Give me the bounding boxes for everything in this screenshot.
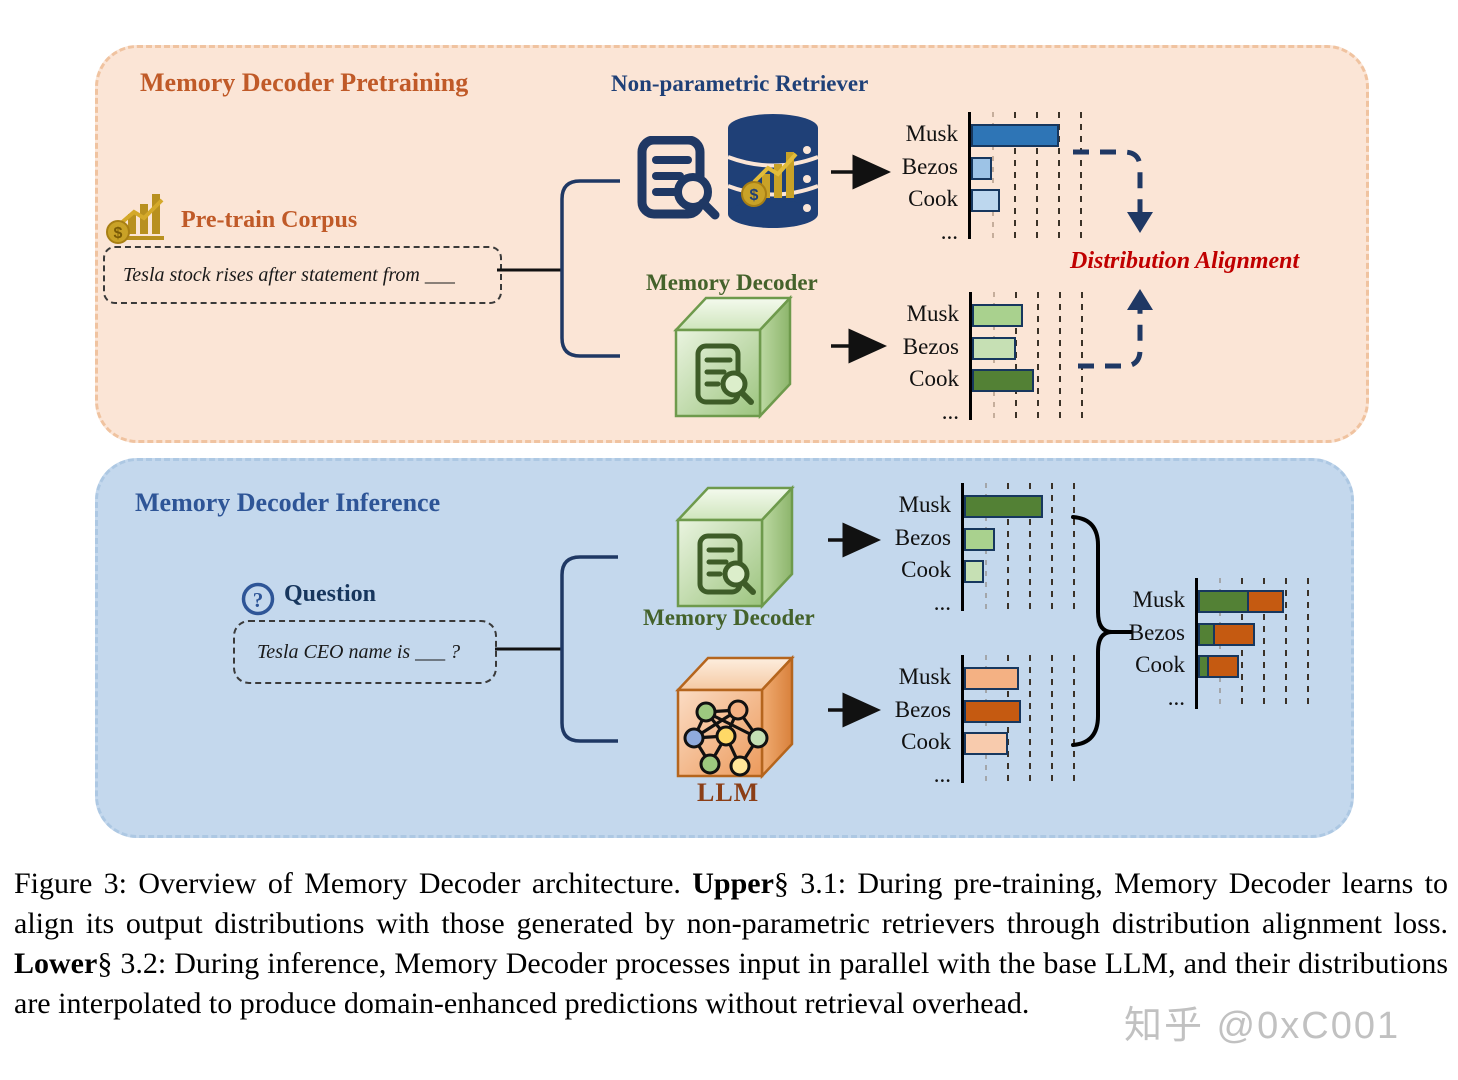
caption-text: § 3.1: During pre-training, Memory Decod… bbox=[14, 867, 1448, 940]
gridline bbox=[1263, 578, 1265, 709]
bar-label: Cook bbox=[901, 557, 951, 582]
chart-axis bbox=[961, 483, 964, 611]
bar-label: Bezos bbox=[901, 153, 958, 179]
bar-label: ... bbox=[933, 761, 951, 787]
gridline bbox=[1307, 578, 1309, 709]
gridline bbox=[1036, 112, 1038, 239]
gridline bbox=[1007, 483, 1009, 611]
caption-bold-text: Lower bbox=[14, 947, 98, 980]
bar bbox=[972, 304, 1023, 327]
memory-decoder-cube-lower bbox=[675, 484, 795, 610]
inference-title: Memory Decoder Inference bbox=[135, 488, 441, 517]
bar-label: Cook bbox=[909, 366, 959, 391]
bar-label: Musk bbox=[906, 301, 959, 326]
gridline bbox=[1058, 112, 1060, 239]
gridline bbox=[1014, 112, 1016, 239]
svg-text:$: $ bbox=[750, 187, 759, 204]
bar-label: ... bbox=[941, 398, 959, 424]
gridline bbox=[1051, 655, 1053, 783]
question-example-text: Tesla CEO name is ___ ? bbox=[257, 640, 461, 663]
bar-label: Cook bbox=[901, 729, 951, 754]
bar-label: Cook bbox=[1135, 652, 1185, 677]
bar-label: ... bbox=[933, 589, 951, 615]
bar bbox=[964, 560, 984, 583]
corpus-example-text: Tesla stock rises after statement from _… bbox=[123, 263, 455, 286]
bar bbox=[971, 189, 1000, 212]
caption-text: § 3.2: During inference, Memory Decoder … bbox=[14, 947, 1448, 1020]
bar-label: Musk bbox=[905, 121, 958, 146]
question-example-box: Tesla CEO name is ___ ? bbox=[233, 620, 497, 684]
bar-label: Musk bbox=[898, 664, 951, 689]
bar-segment-llm bbox=[1207, 655, 1239, 678]
bar bbox=[964, 699, 1021, 723]
bar-label: ... bbox=[1167, 684, 1185, 710]
gridline bbox=[992, 112, 994, 239]
chart-axis bbox=[968, 112, 971, 239]
bar bbox=[971, 124, 1059, 147]
question-icon: ? bbox=[241, 582, 275, 616]
gridline bbox=[1285, 578, 1287, 709]
memory-decoder-label-upper: Memory Decoder bbox=[646, 270, 818, 295]
memory-decoder-cube-upper bbox=[673, 294, 793, 420]
chart-axis bbox=[1195, 578, 1198, 709]
svg-text:$: $ bbox=[114, 225, 123, 242]
chart-axis bbox=[961, 655, 964, 783]
bar bbox=[964, 495, 1043, 518]
pretraining-title: Memory Decoder Pretraining bbox=[140, 68, 469, 97]
question-label: Question bbox=[284, 581, 377, 607]
gridline bbox=[1073, 655, 1075, 783]
svg-text:?: ? bbox=[253, 588, 264, 612]
database-icon: $ bbox=[727, 114, 819, 228]
bar-segment-llm bbox=[1213, 622, 1255, 646]
gridline bbox=[1015, 292, 1017, 420]
stock-chart-icon: $ bbox=[106, 194, 164, 244]
gridline bbox=[1029, 655, 1031, 783]
bar bbox=[964, 667, 1019, 690]
gridline bbox=[1051, 483, 1053, 611]
llm-label: LLM bbox=[697, 778, 760, 807]
bar-label: Bezos bbox=[894, 696, 951, 722]
watermark: 知乎 @0xC001 bbox=[1124, 1005, 1401, 1047]
pretrain-corpus-label: Pre-train Corpus bbox=[181, 207, 358, 233]
llm-cube bbox=[675, 654, 795, 780]
gridline bbox=[1081, 292, 1083, 420]
bar-label: ... bbox=[940, 218, 958, 244]
figure-caption: Figure 3: Overview of Memory Decoder arc… bbox=[14, 864, 1448, 1024]
gridline bbox=[1080, 112, 1082, 239]
chart-axis bbox=[969, 292, 972, 420]
bar bbox=[971, 156, 992, 180]
retriever-title: Non-parametric Retriever bbox=[611, 71, 869, 96]
gridline bbox=[1037, 292, 1039, 420]
gridline bbox=[1029, 483, 1031, 611]
caption-bold-text: Upper bbox=[692, 867, 774, 900]
bar-label: Musk bbox=[1132, 587, 1185, 612]
bar-label: Bezos bbox=[902, 333, 959, 359]
bar-label: Cook bbox=[908, 186, 958, 211]
bar-segment-llm bbox=[1247, 590, 1284, 613]
document-search-icon bbox=[637, 136, 720, 220]
memory-decoder-label-lower: Memory Decoder bbox=[643, 605, 815, 630]
bar bbox=[972, 336, 1016, 360]
bar bbox=[972, 369, 1034, 392]
bar-label: Musk bbox=[898, 492, 951, 517]
bar bbox=[964, 527, 995, 551]
gridline bbox=[1073, 483, 1075, 611]
bar-label: Bezos bbox=[1128, 619, 1185, 645]
bar bbox=[964, 732, 1008, 755]
bar-label: Bezos bbox=[894, 524, 951, 550]
gridline bbox=[1059, 292, 1061, 420]
bar-segment-memory-decoder bbox=[1198, 590, 1249, 613]
distribution-alignment-label: Distribution Alignment bbox=[1070, 248, 1300, 274]
caption-text: Figure 3: Overview of Memory Decoder arc… bbox=[14, 867, 693, 900]
corpus-example-box: Tesla stock rises after statement from _… bbox=[103, 246, 502, 304]
